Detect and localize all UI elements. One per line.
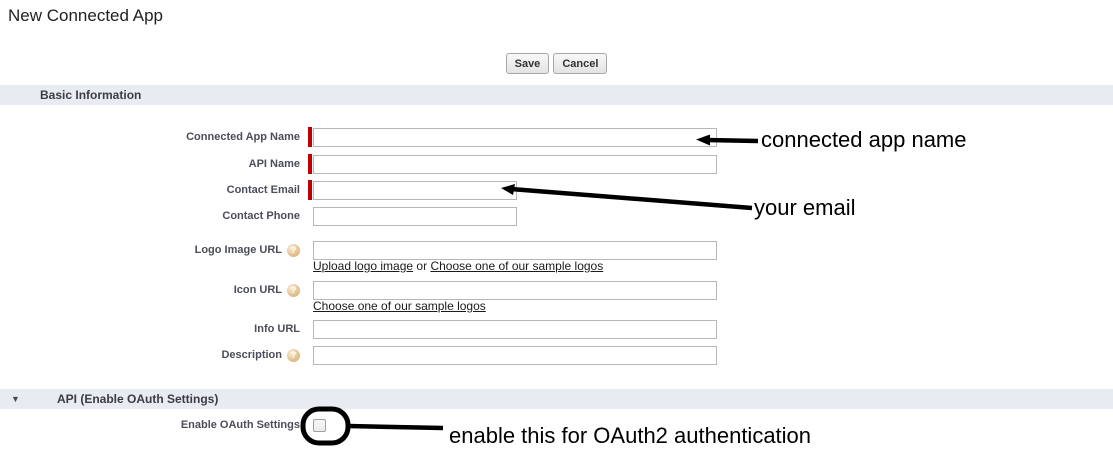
field-row-contact-phone: Contact Phone <box>0 206 517 226</box>
section-title: Basic Information <box>40 88 142 102</box>
field-label: API Name <box>0 158 300 170</box>
enable-oauth-settings-checkbox[interactable] <box>313 418 326 432</box>
annotation-connected-app-name: connected app name <box>761 127 967 152</box>
choose-sample-logos-link[interactable]: Choose one of our sample logos <box>430 259 604 273</box>
arrow-to-contact-email <box>501 184 753 211</box>
field-row-description: Description ? <box>0 345 717 365</box>
field-label-text: API Name <box>248 158 300 170</box>
field-label: Enable OAuth Settings <box>0 419 300 431</box>
field-row-connected-app-name: Connected App Name <box>0 127 717 147</box>
section-header-basic-information: Basic Information <box>0 85 1113 105</box>
field-label: Connected App Name <box>0 131 300 143</box>
required-indicator <box>308 127 312 147</box>
field-label-text: Connected App Name <box>186 131 300 143</box>
contact-email-input[interactable] <box>313 180 517 200</box>
cancel-button[interactable]: Cancel <box>553 53 608 74</box>
upload-logo-image-link[interactable]: Upload logo image <box>313 259 414 273</box>
field-label: Icon URL ? <box>0 283 300 297</box>
api-name-input[interactable] <box>313 154 717 174</box>
action-bar: Save Cancel <box>0 53 1113 74</box>
field-label: Description ? <box>0 348 300 362</box>
field-row-contact-email: Contact Email <box>0 180 517 200</box>
field-label: Contact Phone <box>0 210 300 222</box>
section-title: API (Enable OAuth Settings) <box>57 392 219 406</box>
required-indicator <box>308 154 312 174</box>
save-button[interactable]: Save <box>505 53 550 74</box>
field-label-text: Icon URL <box>233 284 282 296</box>
links-separator: or <box>416 259 428 273</box>
contact-phone-input[interactable] <box>313 206 517 226</box>
connected-app-name-input[interactable] <box>313 127 717 147</box>
page-title: New Connected App <box>8 6 163 25</box>
field-label-text: Contact Email <box>226 184 300 196</box>
field-row-logo-image-url: Logo Image URL ? <box>0 240 717 260</box>
info-url-input[interactable] <box>313 319 717 339</box>
field-label-text: Logo Image URL <box>194 244 282 256</box>
field-row-enable-oauth: Enable OAuth Settings <box>0 415 326 435</box>
field-label: Contact Email <box>0 184 300 196</box>
field-label-text: Enable OAuth Settings <box>180 419 300 431</box>
logo-image-url-input[interactable] <box>313 240 717 260</box>
help-icon[interactable]: ? <box>287 348 300 362</box>
logo-links-row: Upload logo image or Choose one of our s… <box>313 259 603 273</box>
help-icon[interactable]: ? <box>287 283 300 297</box>
collapse-section-icon[interactable]: ▼ <box>11 394 20 404</box>
help-icon[interactable]: ? <box>287 243 300 257</box>
field-row-api-name: API Name <box>0 154 717 174</box>
arrow-to-oauth-annotation <box>347 423 444 431</box>
icon-url-input[interactable] <box>313 280 717 300</box>
field-label: Logo Image URL ? <box>0 243 300 257</box>
choose-sample-logos-link[interactable]: Choose one of our sample logos <box>313 299 486 313</box>
icon-links-row: Choose one of our sample logos <box>313 299 486 313</box>
required-indicator <box>308 180 312 200</box>
annotation-enable-oauth: enable this for OAuth2 authentication <box>449 423 812 448</box>
field-label-text: Info URL <box>254 323 300 335</box>
field-label: Info URL <box>0 323 300 335</box>
field-row-icon-url: Icon URL ? <box>0 280 717 300</box>
field-label-text: Description <box>221 349 282 361</box>
annotation-your-email: your email <box>754 195 856 220</box>
field-label-text: Contact Phone <box>222 210 300 222</box>
field-row-info-url: Info URL <box>0 319 717 339</box>
description-input[interactable] <box>313 345 717 365</box>
section-header-api-oauth: ▼ API (Enable OAuth Settings) <box>0 389 1113 409</box>
